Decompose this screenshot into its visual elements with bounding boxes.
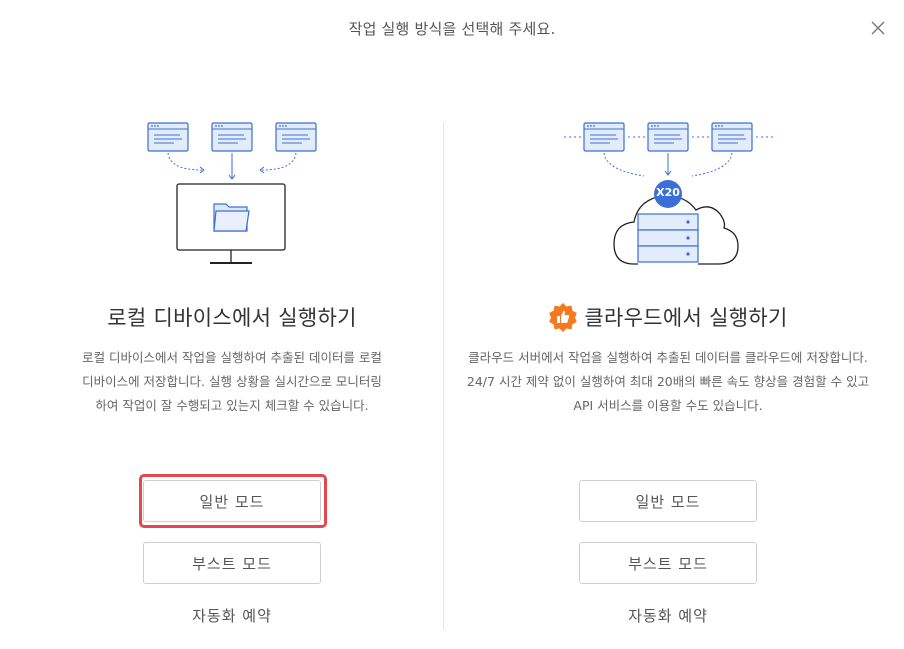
document-window-icon <box>275 122 317 152</box>
cloud-panel: X20 클라우드에서 실행하기 클라우드 서버에서 작업을 실행하여 추출된 데… <box>448 0 888 649</box>
close-icon <box>871 21 885 35</box>
thumbs-up-badge-icon <box>549 303 578 332</box>
document-window-icon <box>711 122 753 152</box>
cloud-server-icon <box>564 122 774 265</box>
document-window-icon <box>147 122 189 152</box>
local-title-text: 로컬 디바이스에서 실행하기 <box>107 306 357 330</box>
page-title: 작업 실행 방식을 선택해 주세요. <box>348 20 556 38</box>
local-boost-mode-button[interactable]: 부스트 모드 <box>143 542 321 584</box>
panel-divider <box>443 122 444 630</box>
document-window-icon <box>647 122 689 152</box>
local-panel: 로컬 디바이스에서 실행하기 로컬 디바이스에서 작업을 실행하여 추출된 데이… <box>12 0 452 649</box>
document-window-icon <box>583 122 625 152</box>
close-button[interactable] <box>868 18 888 38</box>
cloud-normal-mode-button[interactable]: 일반 모드 <box>579 480 757 522</box>
cloud-description: 클라우드 서버에서 작업을 실행하여 추출된 데이터를 클라우드에 저장합니다.… <box>466 350 870 413</box>
local-normal-mode-button[interactable]: 일반 모드 <box>143 480 321 522</box>
document-window-icon <box>211 122 253 152</box>
speed-badge: X20 <box>656 186 680 199</box>
local-description: 로컬 디바이스에서 작업을 실행하여 추출된 데이터를 로컬 디바이스에 저장합… <box>82 350 382 413</box>
cloud-title-text: 클라우드에서 실행하기 <box>584 306 788 330</box>
cloud-schedule-link[interactable]: 자동화 예약 <box>628 607 708 625</box>
local-schedule-link[interactable]: 자동화 예약 <box>192 607 272 625</box>
cloud-boost-mode-button[interactable]: 부스트 모드 <box>579 542 757 584</box>
cloud-title: 클라우드에서 실행하기 <box>448 302 888 332</box>
local-title: 로컬 디바이스에서 실행하기 <box>12 302 452 332</box>
monitor-folder-icon <box>147 122 317 264</box>
